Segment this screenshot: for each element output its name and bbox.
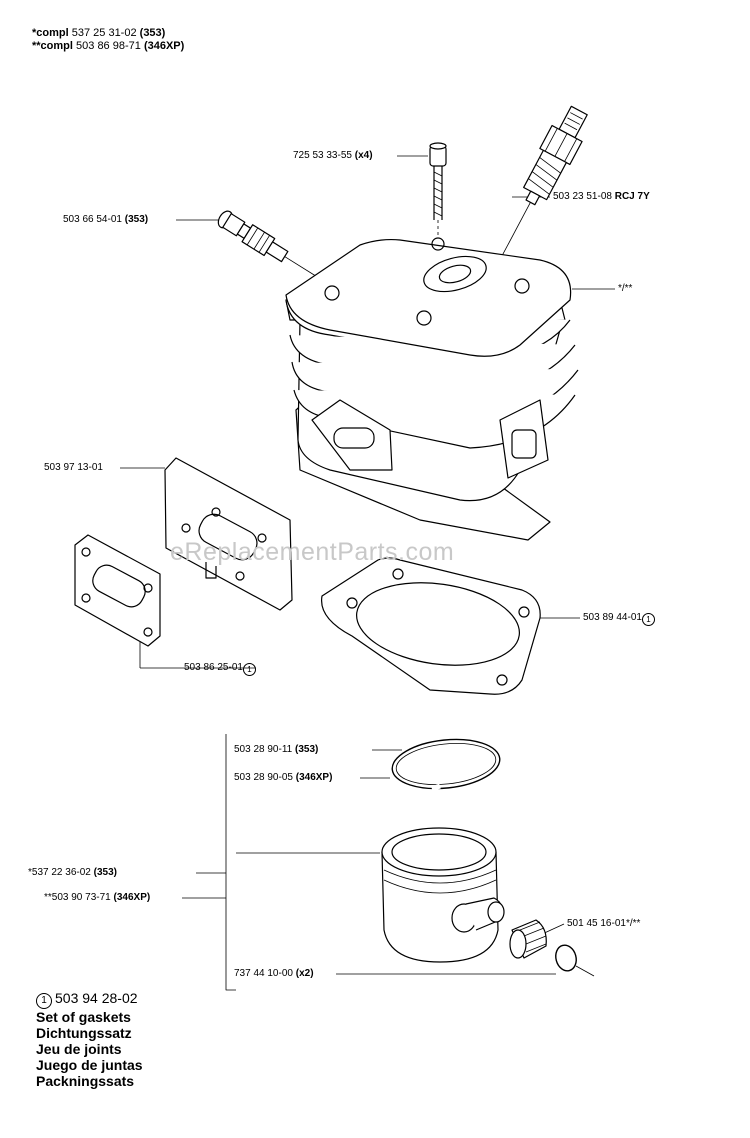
legend-name-de: Dichtungssatz bbox=[36, 1025, 132, 1041]
part-qty: (x4) bbox=[354, 150, 373, 161]
part-number: 737 44 10-00 bbox=[234, 968, 293, 979]
part-number: 503 97 13-01 bbox=[44, 462, 103, 473]
watermark-text: eReplacementParts.com bbox=[170, 538, 455, 566]
part-qty: (x2) bbox=[295, 968, 314, 979]
cylinder-screw bbox=[429, 142, 447, 238]
part-number: 503 23 51-08 bbox=[553, 191, 612, 202]
part-model: (353) bbox=[124, 214, 149, 225]
gasket-set-ref-badge: 1 bbox=[36, 993, 52, 1009]
header-model: (353) bbox=[139, 27, 166, 39]
exhaust-gasket bbox=[74, 534, 161, 647]
cylinder bbox=[285, 237, 579, 541]
decompression-valve bbox=[217, 210, 319, 279]
label-ring-353: 503 28 90-11 (353) bbox=[234, 744, 318, 756]
label-decomp-valve: 503 66 54-01 (353) bbox=[63, 214, 148, 226]
part-type: RCJ 7Y bbox=[614, 191, 650, 202]
legend-name-es: Juego de juntas bbox=[36, 1057, 143, 1073]
part-number: 503 86 25-01 bbox=[184, 662, 243, 673]
insulating-plate bbox=[164, 457, 293, 611]
gasket-set-ref-badge: 1 bbox=[242, 663, 256, 676]
header-line-2: **compl 503 86 98-71 (346XP) bbox=[32, 40, 184, 53]
part-number: 503 28 90-11 bbox=[234, 744, 293, 755]
part-number: *537 22 36-02 bbox=[28, 867, 91, 878]
part-number: 503 66 54-01 bbox=[63, 214, 122, 225]
label-piston-346xp: **503 90 73-71 (346XP) bbox=[44, 892, 150, 904]
piston bbox=[381, 827, 505, 963]
header-prefix: *compl bbox=[32, 27, 69, 39]
header-number: 537 25 31-02 bbox=[71, 27, 137, 39]
header-model: (346XP) bbox=[143, 40, 185, 52]
part-number: 501 45 16-01*/** bbox=[567, 918, 641, 929]
label-screw: 725 53 33-55 (x4) bbox=[293, 150, 373, 162]
part-model: (353) bbox=[93, 867, 117, 878]
header-line-1: *compl 537 25 31-02 (353) bbox=[32, 27, 165, 40]
circlip bbox=[555, 944, 595, 977]
label-circlip: 737 44 10-00 (x2) bbox=[234, 968, 314, 980]
label-cylinder: */** bbox=[618, 283, 632, 295]
spark-plug bbox=[502, 105, 588, 255]
label-insulating-plate: 503 97 13-01 bbox=[44, 462, 103, 474]
gasket-set-ref-badge: 1 bbox=[641, 613, 655, 626]
legend-name-fr: Jeu de joints bbox=[36, 1041, 122, 1057]
part-number: **503 90 73-71 bbox=[44, 892, 111, 903]
legend-part-number: 503 94 28-02 bbox=[55, 990, 138, 1006]
base-gasket bbox=[320, 557, 541, 695]
legend-name-sv: Packningssats bbox=[36, 1073, 135, 1089]
part-number: 725 53 33-55 bbox=[293, 150, 352, 161]
part-model: (346XP) bbox=[295, 772, 333, 783]
part-model: (346XP) bbox=[113, 892, 151, 903]
header-prefix: **compl bbox=[32, 40, 73, 52]
piston-ring bbox=[391, 738, 501, 792]
part-number: */** bbox=[618, 283, 633, 294]
part-model: (353) bbox=[294, 744, 319, 755]
label-ring-346xp: 503 28 90-05 (346XP) bbox=[234, 772, 332, 784]
legend-name-en: Set of gaskets bbox=[36, 1009, 131, 1025]
header-number: 503 86 98-71 bbox=[76, 40, 141, 52]
label-spark-plug: 503 23 51-08 RCJ 7Y bbox=[553, 191, 650, 203]
label-needle-bearing: 501 45 16-01*/** bbox=[567, 918, 640, 930]
part-number: 503 28 90-05 bbox=[234, 772, 293, 783]
needle-bearing bbox=[509, 919, 547, 959]
leader-lines bbox=[120, 155, 615, 991]
part-number: 503 89 44-01 bbox=[583, 612, 642, 623]
label-piston-353: *537 22 36-02 (353) bbox=[28, 867, 117, 879]
